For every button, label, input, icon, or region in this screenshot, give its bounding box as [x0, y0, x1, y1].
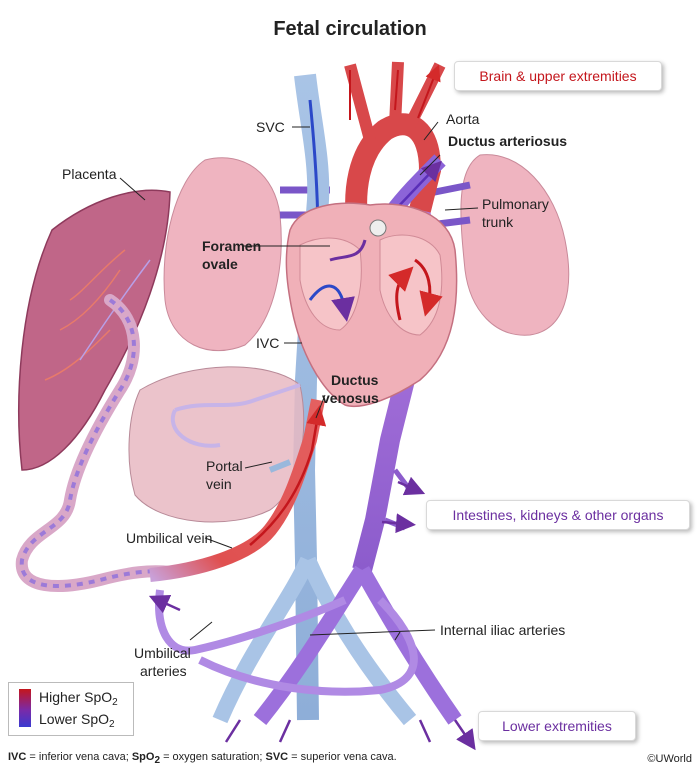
umbilical-vein [149, 398, 325, 582]
legend-higher-spo2: Higher SpO2 [39, 689, 118, 708]
internal-iliac-arteries-label: Internal iliac arteries [440, 622, 566, 638]
umbilical-arteries-label-line2: arteries [140, 663, 187, 679]
placenta-label: Placenta [62, 166, 117, 182]
diagram-title: Fetal circulation [273, 18, 427, 40]
foramen-ovale-label-line1: Foramen [202, 238, 262, 254]
vena-cava [292, 73, 330, 721]
ductus-venosus-label-line2: venosus [322, 390, 379, 406]
foramen-ovale-label-line2: ovale [202, 256, 238, 272]
left-lung [163, 157, 282, 352]
spo2-gradient-swatch [19, 689, 31, 727]
aorta-label: Aorta [446, 111, 480, 127]
svc-label: SVC [256, 119, 285, 135]
brain-upper-extremities-box: Brain & upper extremities [454, 61, 662, 91]
portal-vein-label-line2: vein [206, 476, 232, 492]
ductus-venosus-label-line1: Ductus [331, 372, 379, 388]
aortic-arch [345, 113, 442, 243]
umbilical-arteries-label-line1: Umbilical [134, 645, 191, 661]
intestines-kidneys-box: Intestines, kidneys & other organs [426, 500, 690, 530]
umbilical-vein-label: Umbilical vein [126, 530, 213, 546]
ductus-arteriosus-label: Ductus arteriosus [448, 133, 568, 149]
pulmonary-trunk-label-line2: trunk [482, 214, 514, 230]
copyright-credit: ©UWorld [647, 753, 692, 765]
placenta-shape [18, 189, 171, 471]
spo2-legend: Higher SpO2 Lower SpO2 [8, 682, 134, 736]
pulmonary-trunk-label-line1: Pulmonary [482, 196, 549, 212]
abbreviation-footnote: IVC = inferior vena cava; SpO2 = oxygen … [8, 751, 397, 766]
portal-vein-label-line1: Portal [206, 458, 243, 474]
legend-lower-spo2: Lower SpO2 [39, 711, 115, 730]
leader-lines [119, 121, 479, 641]
lower-extremities-box: Lower extremities [478, 711, 636, 741]
ivc-label: IVC [256, 335, 280, 351]
right-lung [460, 154, 570, 336]
